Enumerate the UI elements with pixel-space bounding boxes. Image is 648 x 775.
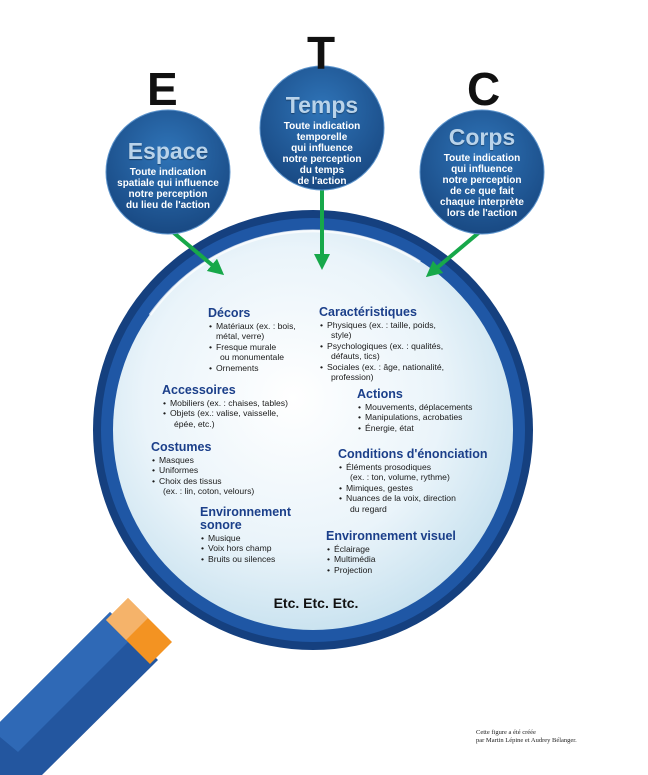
bubble-temps: Temps Toute indication temporelle qui in… <box>260 92 384 187</box>
bubble-temps-line: qui influence <box>291 143 353 154</box>
magnifier-handle <box>0 598 172 775</box>
section-env-visuel-title: Environnement visuel <box>326 529 456 543</box>
bubble-espace: Espace Toute indication spatiale qui inf… <box>106 138 230 211</box>
credit-line: Cette figure a été créée <box>476 729 536 736</box>
bubble-corps-line: de ce que fait <box>450 186 514 197</box>
bubble-temps-circle <box>259 65 385 191</box>
section-costumes: Costumes Masques Uniformes Choix des tis… <box>151 441 291 497</box>
list-item: Musique <box>200 533 320 544</box>
list-item: Ornements <box>208 363 320 374</box>
list-item: ou monumentale <box>220 352 285 363</box>
list-item: Manipulations, acrobaties <box>357 412 497 423</box>
section-actions-title: Actions <box>357 387 403 401</box>
section-conditions: Conditions d'énonciation Éléments prosod… <box>338 448 514 514</box>
list-item: Sociales (ex. : âge, nationalité, <box>319 362 469 373</box>
arrow-corps <box>425 228 484 278</box>
list-item: Éclairage <box>326 544 486 555</box>
bubble-corps-line: qui influence <box>451 164 513 175</box>
list-item: Mobiliers (ex. : chaises, tables) <box>162 398 312 409</box>
section-actions: Actions Mouvements, déplacements Manipul… <box>357 387 497 434</box>
bubble-corps-circle <box>419 109 545 235</box>
section-accessoires: Accessoires Mobiliers (ex. : chaises, ta… <box>162 384 312 429</box>
bubble-temps-title: Temps <box>285 92 359 118</box>
section-conditions-title: Conditions d'énonciation <box>338 447 488 461</box>
bubble-corps-line: chaque interprète <box>440 197 524 208</box>
bubble-temps-line: de l'action <box>297 176 347 187</box>
list-item: Voix hors champ <box>200 543 320 554</box>
credit-line: par Martin Lépine et Audrey Bélanger. <box>476 737 577 744</box>
list-item: style) <box>331 330 352 341</box>
bubble-corps: Corps Toute indication qui influence not… <box>420 124 544 219</box>
bubble-espace-line: Toute indication <box>129 167 207 178</box>
bubble-temps-line: du temps <box>299 165 345 176</box>
list-item: (ex. : lin, coton, velours) <box>163 486 255 497</box>
list-item: Énergie, état <box>357 423 497 434</box>
list-item: Matériaux (ex. : bois, <box>208 321 320 332</box>
list-item: du regard <box>350 503 387 514</box>
list-item: Masques <box>151 455 291 466</box>
bubble-espace-circle <box>105 109 231 235</box>
bubble-espace-title: Espace <box>127 138 209 164</box>
list-item: Nuances de la voix, direction <box>338 493 514 504</box>
bubble-corps-line: lors de l'action <box>446 208 518 219</box>
bubble-espace-line: notre perception <box>128 189 208 200</box>
section-environnement-visuel: Environnement visuel Éclairage Multimédi… <box>326 529 486 576</box>
list-item: métal, verre) <box>216 331 265 342</box>
list-item: épée, etc.) <box>174 418 215 429</box>
letter-c: C <box>467 63 501 115</box>
list-item: Projection <box>326 565 486 576</box>
section-decors-title: Décors <box>208 306 251 320</box>
list-item: Uniformes <box>151 465 291 476</box>
list-item: Éléments prosodiques <box>338 462 514 473</box>
letter-e: E <box>147 63 178 115</box>
list-item: Choix des tissus <box>151 476 291 487</box>
bubble-corps-line: Toute indication <box>443 153 521 164</box>
bubble-corps-line: notre perception <box>442 175 522 186</box>
section-environnement-sonore: Environnement sonore Musique Voix hors c… <box>200 505 320 565</box>
list-item: (ex. : ton, volume, rythme) <box>350 472 450 483</box>
credit-note: Cette figure a été créée par Martin Lépi… <box>476 729 577 745</box>
arrow-espace <box>166 226 225 276</box>
section-caracteristiques-title: Caractéristiques <box>319 305 417 319</box>
list-item: Objets (ex.: valise, vaisselle, <box>162 408 312 419</box>
list-item: défauts, tics) <box>331 351 380 362</box>
list-item: Fresque murale <box>208 342 320 353</box>
section-env-sonore-title: Environnement <box>200 505 291 519</box>
list-item: Mimiques, gestes <box>338 483 514 494</box>
section-caracteristiques: Caractéristiques Physiques (ex. : taille… <box>319 305 469 383</box>
list-item: Bruits ou silences <box>200 554 320 565</box>
bubble-corps-title: Corps <box>448 124 516 150</box>
bubble-temps-line: temporelle <box>296 132 348 143</box>
section-costumes-title: Costumes <box>151 440 212 454</box>
list-item: Psychologiques (ex. : qualités, <box>319 341 469 352</box>
list-item: profession) <box>331 372 374 383</box>
arrows <box>166 186 484 278</box>
list-item: Physiques (ex. : taille, poids, <box>319 320 469 331</box>
section-decors: Décors Matériaux (ex. : bois, métal, ver… <box>208 306 320 374</box>
bubble-temps-line: Toute indication <box>283 121 361 132</box>
bubble-espace-line: du lieu de l'action <box>125 200 211 211</box>
bubble-temps-line: notre perception <box>282 154 362 165</box>
bubble-espace-line: spatiale qui influence <box>117 178 219 189</box>
etc-text: Etc. Etc. Etc. <box>273 595 359 611</box>
list-item: Multimédia <box>326 554 486 565</box>
section-accessoires-title: Accessoires <box>162 383 236 397</box>
letter-t: T <box>307 27 336 79</box>
section-env-sonore-title: sonore <box>200 518 242 532</box>
list-item: Mouvements, déplacements <box>357 402 497 413</box>
